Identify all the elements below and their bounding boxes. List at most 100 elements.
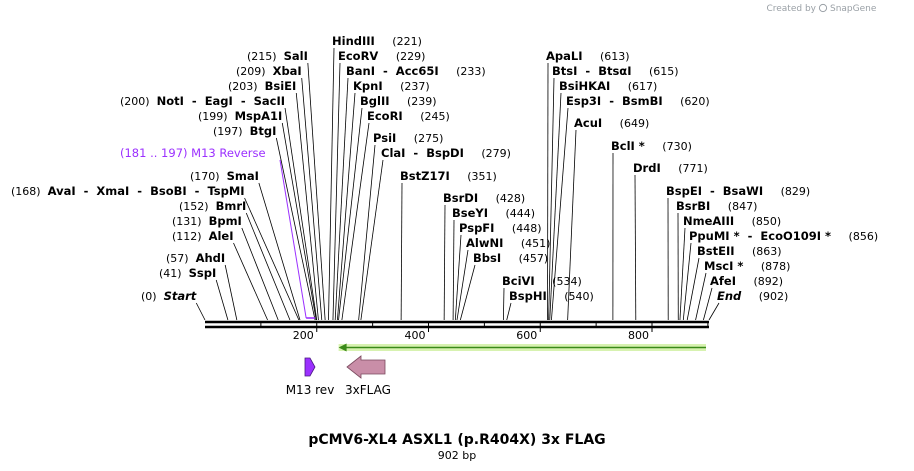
- site-bpmi[interactable]: (131) BpmI: [172, 214, 242, 228]
- site-bbsi[interactable]: BbsI (457): [473, 251, 548, 265]
- site-bspei-bsawi[interactable]: BspEI - BsaWI (829): [666, 184, 810, 198]
- site-avai-xmai-bsobi-tspmi[interactable]: (168) AvaI - XmaI - BsoBI - TspMI: [11, 184, 245, 198]
- site-bglii[interactable]: BglII (239): [360, 94, 437, 108]
- site-label[interactable]: (41) SspI: [159, 266, 216, 280]
- site-label[interactable]: BglII (239): [360, 94, 437, 108]
- site-label[interactable]: (0) Start: [141, 289, 197, 303]
- site-acui[interactable]: AcuI (649): [574, 116, 649, 130]
- feature-3xflag[interactable]: 3xFLAG: [345, 355, 391, 397]
- site-label[interactable]: PspFI (448): [459, 221, 542, 235]
- site-msci[interactable]: MscI * (878): [704, 259, 790, 273]
- site-btgi[interactable]: (197) BtgI: [213, 124, 276, 138]
- site-label[interactable]: (152) BmrI: [179, 199, 246, 213]
- site-label[interactable]: BsrBI (847): [676, 199, 757, 213]
- site-label[interactable]: HindIII (221): [332, 34, 422, 48]
- site-label[interactable]: AlwNI (451): [466, 236, 550, 250]
- site-noti-eagi-sacii[interactable]: (200) NotI - EagI - SacII: [120, 94, 285, 108]
- site-apali[interactable]: ApaLI (613): [546, 49, 630, 63]
- site-bsphi[interactable]: BspHI (540): [509, 289, 594, 303]
- site-psii[interactable]: PsiI (275): [373, 131, 443, 145]
- site-label[interactable]: (168) AvaI - XmaI - BsoBI - TspMI: [11, 184, 245, 198]
- feature-arrow-icon[interactable]: [304, 357, 316, 377]
- site-label[interactable]: (170) SmaI: [190, 169, 259, 183]
- site-xbai[interactable]: (209) XbaI: [236, 64, 302, 78]
- site-end[interactable]: End (902): [717, 289, 788, 303]
- site-ppumi-ecoo109i[interactable]: PpuMI * - EcoO109I * (856): [689, 229, 878, 243]
- site-label[interactable]: (200) NotI - EagI - SacII: [120, 94, 285, 108]
- site-bsteii[interactable]: BstEII (863): [697, 244, 782, 258]
- feature-m13-rev[interactable]: M13 rev: [286, 357, 335, 397]
- site-line: [443, 204, 446, 321]
- site-bstz17i[interactable]: BstZ17I (351): [400, 169, 497, 183]
- site-label[interactable]: KpnI (237): [353, 79, 430, 93]
- site-line: [245, 212, 291, 321]
- site-bsrdi[interactable]: BsrDI (428): [443, 191, 525, 205]
- site-label[interactable]: BbsI (457): [473, 251, 548, 265]
- site-label[interactable]: BseYI (444): [452, 206, 535, 220]
- site-pspfi[interactable]: PspFI (448): [459, 221, 542, 235]
- site-ecori[interactable]: EcoRI (245): [367, 109, 450, 123]
- site-label[interactable]: BciVI (534): [502, 274, 582, 288]
- site-label[interactable]: (199) MspA1I: [198, 109, 282, 123]
- site-label[interactable]: BstZ17I (351): [400, 169, 497, 183]
- site-label[interactable]: PpuMI * - EcoO109I * (856): [689, 229, 878, 243]
- site-label[interactable]: ApaLI (613): [546, 49, 630, 63]
- site-sspi[interactable]: (41) SspI: [159, 266, 216, 280]
- primer-label[interactable]: (181 .. 197) M13 Reverse: [120, 146, 266, 160]
- site-label[interactable]: (209) XbaI: [236, 64, 302, 78]
- site-label[interactable]: BsrDI (428): [443, 191, 525, 205]
- site-smai[interactable]: (170) SmaI: [190, 169, 259, 183]
- site-label[interactable]: (112) AleI: [172, 229, 234, 243]
- site-clai-bspdi[interactable]: ClaI - BspDI (279): [381, 146, 511, 160]
- site-label[interactable]: NmeAIII (850): [683, 214, 781, 228]
- site-kpni[interactable]: KpnI (237): [353, 79, 430, 93]
- site-label[interactable]: End (902): [717, 289, 788, 303]
- site-alei[interactable]: (112) AleI: [172, 229, 234, 243]
- site-bmri[interactable]: (152) BmrI: [179, 199, 246, 213]
- site-bsrbi[interactable]: BsrBI (847): [676, 199, 757, 213]
- site-hindiii[interactable]: HindIII (221): [332, 34, 422, 48]
- ruler-tick-label: 200: [293, 329, 314, 342]
- site-esp3i-bsmbi[interactable]: Esp3I - BsmBI (620): [566, 94, 710, 108]
- site-label[interactable]: DrdI (771): [633, 161, 708, 175]
- site-bani-acc65i[interactable]: BanI - Acc65I (233): [346, 64, 486, 78]
- site-label[interactable]: (197) BtgI: [213, 124, 276, 138]
- site-bsiei[interactable]: (203) BsiEI: [228, 79, 296, 93]
- feature-arrow-icon[interactable]: [346, 355, 386, 379]
- site-label[interactable]: BspHI (540): [509, 289, 594, 303]
- site-label[interactable]: (203) BsiEI: [228, 79, 296, 93]
- site-afei[interactable]: AfeI (892): [710, 274, 783, 288]
- site-label[interactable]: PsiI (275): [373, 131, 443, 145]
- site-label[interactable]: BanI - Acc65I (233): [346, 64, 486, 78]
- site-line: [224, 264, 238, 321]
- site-label[interactable]: (131) BpmI: [172, 214, 242, 228]
- site-label[interactable]: BtsI - BtsαI (615): [552, 64, 679, 78]
- site-drdi[interactable]: DrdI (771): [633, 161, 708, 175]
- site-label[interactable]: ClaI - BspDI (279): [381, 146, 511, 160]
- site-mspa1i[interactable]: (199) MspA1I: [198, 109, 282, 123]
- site-start[interactable]: (0) Start: [141, 289, 197, 303]
- site-label[interactable]: AfeI (892): [710, 274, 783, 288]
- site-label[interactable]: Esp3I - BsmBI (620): [566, 94, 710, 108]
- site-label[interactable]: EcoRI (245): [367, 109, 450, 123]
- site-label[interactable]: MscI * (878): [704, 259, 790, 273]
- site-label[interactable]: (215) SalI: [247, 49, 308, 63]
- site-label[interactable]: EcoRV (229): [338, 49, 425, 63]
- site-label[interactable]: BspEI - BsaWI (829): [666, 184, 810, 198]
- site-sali[interactable]: (215) SalI: [247, 49, 308, 63]
- site-alwni[interactable]: AlwNI (451): [466, 236, 550, 250]
- site-bsihkai[interactable]: BsiHKAI (617): [559, 79, 657, 93]
- site-ecorv[interactable]: EcoRV (229): [338, 49, 425, 63]
- site-label[interactable]: AcuI (649): [574, 116, 649, 130]
- site-label[interactable]: BstEII (863): [697, 244, 782, 258]
- site-bseyi[interactable]: BseYI (444): [452, 206, 535, 220]
- site-bcivi[interactable]: BciVI (534): [502, 274, 582, 288]
- site-btsi-bts-i[interactable]: BtsI - BtsαI (615): [552, 64, 679, 78]
- site-bcli[interactable]: BclI * (730): [611, 139, 692, 153]
- site-ahdi[interactable]: (57) AhdI: [166, 251, 225, 265]
- site-label[interactable]: BclI * (730): [611, 139, 692, 153]
- orf-arrowhead-icon: [338, 343, 347, 352]
- site-nmeaiii[interactable]: NmeAIII (850): [683, 214, 781, 228]
- site-label[interactable]: BsiHKAI (617): [559, 79, 657, 93]
- site-label[interactable]: (57) AhdI: [166, 251, 225, 265]
